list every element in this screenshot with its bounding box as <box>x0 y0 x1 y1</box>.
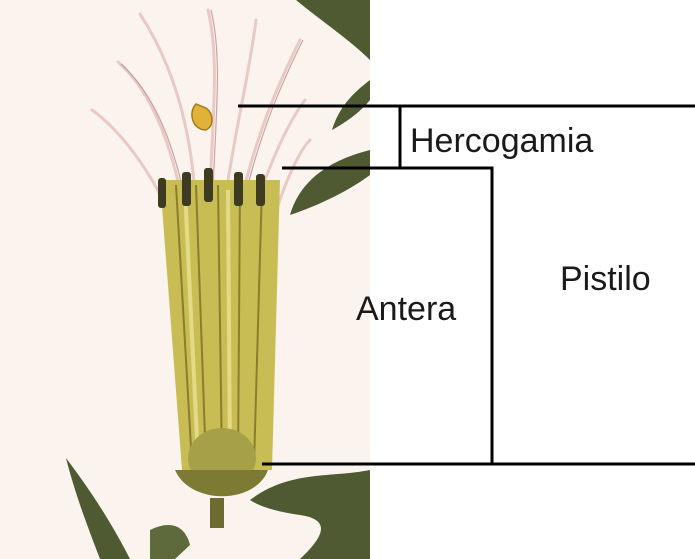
antera-label: Antera <box>356 292 456 326</box>
hercogamia-label: Hercogamia <box>410 124 593 158</box>
pistilo-label: Pistilo <box>560 262 651 296</box>
pedicel <box>210 498 224 528</box>
